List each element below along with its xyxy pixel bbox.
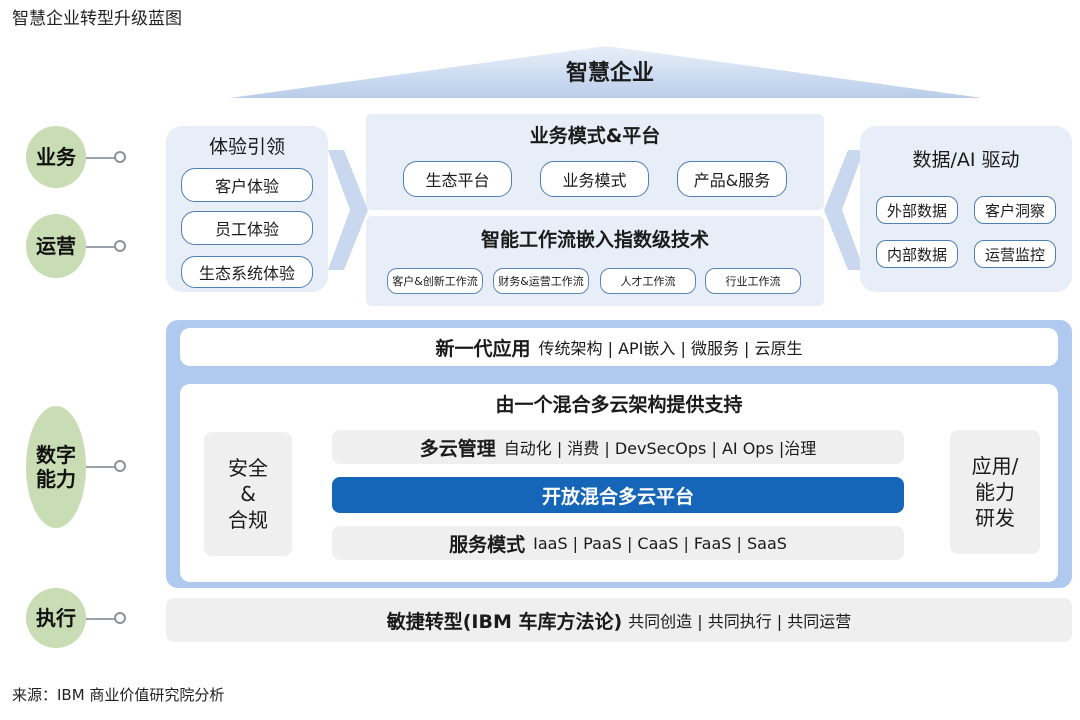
service-model-label: 服务模式	[449, 533, 526, 556]
app-dev-box: 应用/ 能力 研发	[950, 430, 1040, 554]
workflow-item: 客户&创新工作流	[387, 268, 483, 294]
business-model-item: 业务模式	[540, 161, 649, 197]
data-ai-item: 客户洞察	[974, 196, 1056, 224]
security-compliance-box: 安全 & 合规	[204, 432, 292, 556]
layer-execution: 执行	[26, 588, 86, 648]
new-apps-bar: 新一代应用 传统架构 | API嵌入 | 微服务 | 云原生	[180, 328, 1058, 366]
connector-line	[86, 466, 116, 468]
multicloud-mgmt-bar: 多云管理 自动化 | 消费 | DevSecOps | AI Ops |治理	[332, 430, 904, 464]
multicloud-label: 多云管理	[419, 437, 496, 460]
business-model-item: 产品&服务	[677, 161, 787, 197]
experience-title: 体验引领	[208, 135, 285, 158]
data-ai-item: 外部数据	[876, 196, 958, 224]
layer-digital: 数字能力	[26, 406, 86, 528]
connector-dot	[114, 151, 126, 163]
source-note: 来源：IBM 商业价值研究院分析	[12, 686, 225, 704]
chevron-left-icon	[824, 150, 864, 270]
new-apps-detail: 传统架构 | API嵌入 | 微服务 | 云原生	[538, 339, 803, 358]
workflow-item: 人才工作流	[600, 268, 696, 294]
chevron-right-icon	[328, 150, 368, 270]
workflow-title: 智能工作流嵌入指数级技术	[480, 228, 709, 251]
page-title: 智慧企业转型升级蓝图	[12, 9, 182, 29]
multicloud-detail: 自动化 | 消费 | DevSecOps | AI Ops |治理	[503, 439, 817, 458]
layer-business: 业务	[26, 126, 86, 188]
experience-item: 员工体验	[181, 211, 313, 245]
connector-dot	[114, 240, 126, 252]
agile-transformation-bar: 敏捷转型(IBM 车库方法论) 共同创造 | 共同执行 | 共同运营	[166, 598, 1072, 642]
service-model-bar: 服务模式 IaaS | PaaS | CaaS | FaaS | SaaS	[332, 526, 904, 560]
experience-item: 生态系统体验	[181, 256, 313, 288]
business-model-item: 生态平台	[403, 161, 512, 197]
workflow-item: 财务&运营工作流	[493, 268, 589, 294]
connector-line	[86, 618, 116, 620]
connector-dot	[114, 460, 126, 472]
agile-detail: 共同创造 | 共同执行 | 共同运营	[628, 612, 852, 631]
connector-dot	[114, 612, 126, 624]
data-ai-item: 内部数据	[876, 240, 958, 268]
experience-item: 客户体验	[181, 168, 313, 202]
open-hybrid-platform-bar: 开放混合多云平台	[332, 477, 904, 513]
data-ai-item: 运营监控	[974, 240, 1056, 268]
workflow-item: 行业工作流	[705, 268, 801, 294]
connector-line	[86, 157, 116, 159]
hybrid-cloud-title: 由一个混合多云架构提供支持	[495, 393, 743, 416]
business-model-title: 业务模式&平台	[529, 124, 661, 147]
roof-label: 智慧企业	[565, 61, 654, 86]
data-ai-title: 数据/AI 驱动	[912, 148, 1020, 171]
new-apps-label: 新一代应用	[435, 337, 531, 360]
agile-label: 敏捷转型(IBM 车库方法论)	[386, 610, 623, 633]
service-model-detail: IaaS | PaaS | CaaS | FaaS | SaaS	[533, 533, 787, 553]
layer-operations: 运营	[26, 214, 86, 278]
roof-triangle	[230, 46, 982, 98]
connector-line	[86, 246, 116, 248]
